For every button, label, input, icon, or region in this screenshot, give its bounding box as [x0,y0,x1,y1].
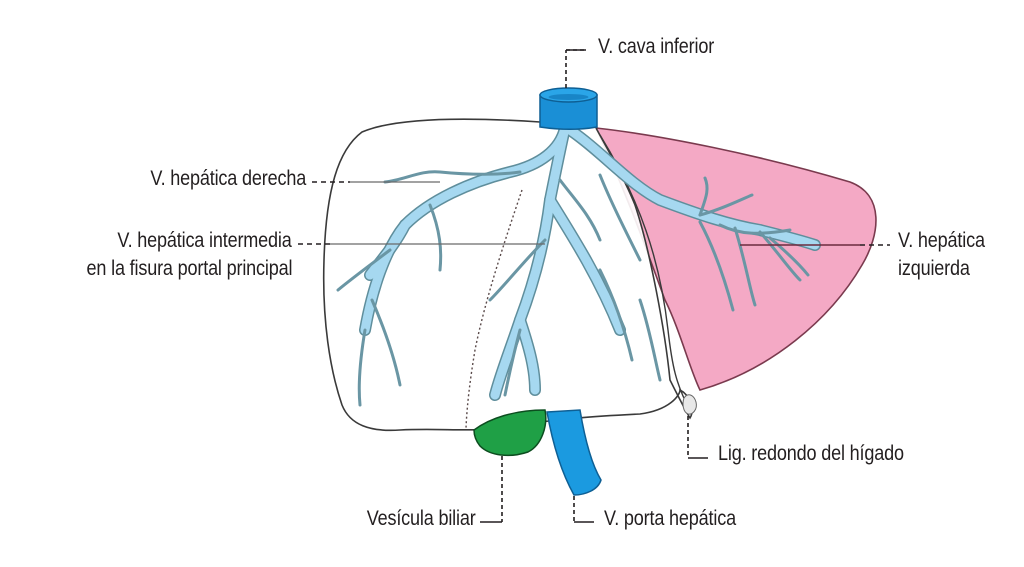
label-ivc: V. cava inferior [598,35,715,58]
gallbladder-shape [473,409,547,457]
portal-fissure-line [465,189,523,429]
hepatic-veins [336,122,821,407]
ivc-shape [539,87,598,130]
leader-lines [298,49,890,523]
label-middle-hepatic-vein: V. hepática intermedia [117,229,292,252]
left-lobe [594,127,877,391]
label-middle-hepatic-vein-line2: en la fisura portal principal [86,257,292,280]
portal-vein-shape [546,409,602,496]
label-left-hepatic-vein-line2: izquierda [898,257,970,280]
label-right-hepatic-vein: V. hepática derecha [150,167,306,190]
label-round-ligament: Lig. redondo del hígado [718,442,904,465]
round-ligament-shape [682,394,697,415]
label-gallbladder: Vesícula biliar [367,507,476,530]
label-left-hepatic-vein: V. hepática [898,229,985,252]
label-portal-vein: V. porta hepática [604,507,736,530]
